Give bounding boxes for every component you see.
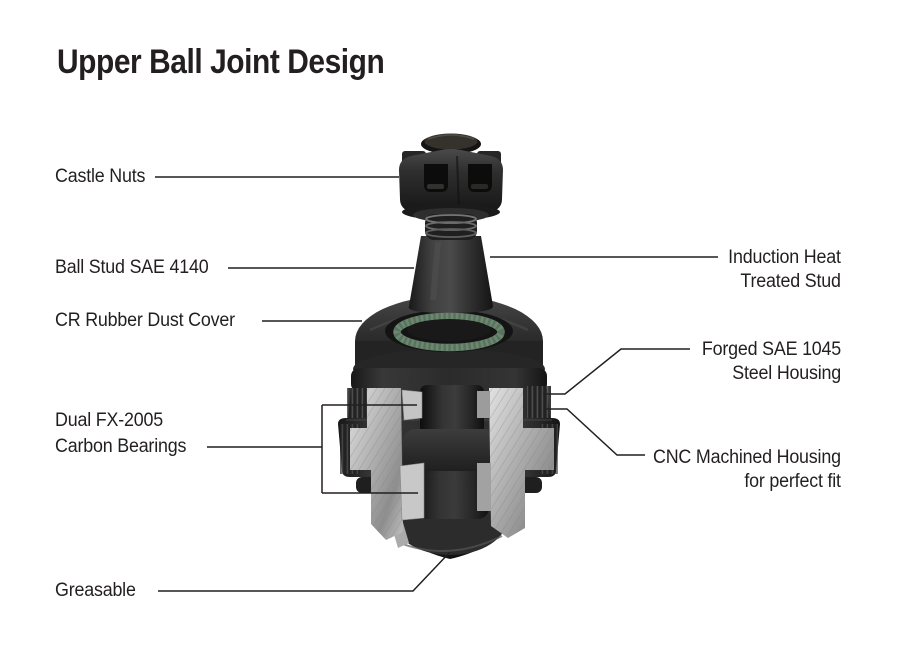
label-induction-stud: Induction Heat Treated Stud xyxy=(728,246,841,294)
label-cnc-housing-line1: CNC Machined Housing xyxy=(653,447,841,468)
label-carbon-bearings-line1: Dual FX-2005 xyxy=(55,410,163,431)
knurl-texture xyxy=(347,388,369,424)
label-dust-cover: CR Rubber Dust Cover xyxy=(55,310,235,331)
label-induction-stud-line2: Treated Stud xyxy=(740,271,842,292)
oring-spring xyxy=(393,312,505,352)
carbon-bearings xyxy=(399,389,491,521)
bearing-upper-right xyxy=(477,391,490,418)
ball-stud xyxy=(408,236,493,313)
callout-greasable xyxy=(158,551,451,592)
callout-forged-housing xyxy=(543,348,690,395)
threaded-stud xyxy=(425,214,477,240)
stud-ball-interior xyxy=(403,385,497,519)
callout-cnc-housing xyxy=(545,408,645,456)
page-title: Upper Ball Joint Design xyxy=(57,43,385,81)
castle-nut xyxy=(399,133,503,222)
label-carbon-bearings-line2: Carbon Bearings xyxy=(55,436,187,457)
label-forged-housing: Forged SAE 1045 Steel Housing xyxy=(702,338,841,386)
callout-lines xyxy=(155,176,718,592)
callout-bearings-bracket xyxy=(207,404,418,494)
label-forged-housing-line1: Forged SAE 1045 xyxy=(701,339,841,360)
bearing-lower-left xyxy=(399,462,425,521)
bearing-lower-right xyxy=(477,463,491,511)
ball-joint-photo xyxy=(338,133,560,559)
label-cnc-housing-line2: for perfect fit xyxy=(744,471,842,492)
label-castle-nuts: Castle Nuts xyxy=(55,166,146,187)
label-forged-housing-line2: Steel Housing xyxy=(732,363,841,384)
label-induction-stud-line1: Induction Heat xyxy=(728,247,841,268)
label-ball-stud: Ball Stud SAE 4140 xyxy=(55,257,209,278)
label-cnc-housing: CNC Machined Housing for perfect fit xyxy=(653,446,841,494)
label-carbon-bearings: Dual FX-2005 Carbon Bearings xyxy=(55,408,186,460)
label-greasable: Greasable xyxy=(55,580,136,601)
